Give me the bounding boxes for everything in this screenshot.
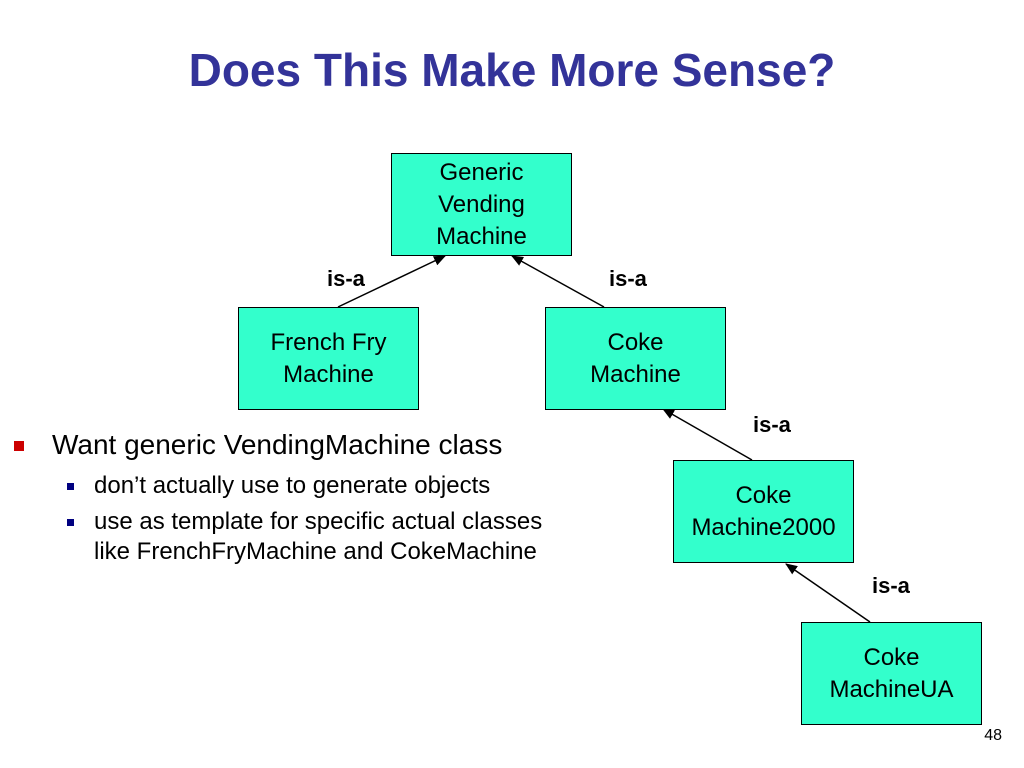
is-a-label: is-a [609,266,647,291]
arrow-cokeua-to-coke2000 [785,563,871,623]
blue-square-bullet-icon [67,483,74,490]
node-label: Generic Vending Machine [436,158,527,250]
page-number: 48 [984,727,1002,744]
sub-bullet-text: don’t actually use to generate objects [94,472,491,499]
sub-bullet: don’t actually use to generate objects [14,471,634,501]
is-a-label: is-a [872,573,910,598]
is-a-label: is-a [753,412,791,437]
node-label: French Fry Machine [270,328,387,388]
bullet-text: Want generic VendingMachine class [52,429,503,460]
node-generic-vending-machine: Generic Vending Machine [391,153,572,256]
node-coke-machine2000: Coke Machine2000 [673,460,854,563]
sub-bullet: use as template for specific actual clas… [14,507,584,567]
arrow-coke-to-generic [511,255,605,308]
is-a-label: is-a [327,266,365,291]
red-square-bullet-icon [14,441,24,451]
bullet-main: Want generic VendingMachine class [14,425,634,465]
node-label: Coke Machine2000 [691,481,836,541]
node-coke-machineua: Coke MachineUA [801,622,982,725]
bullet-list: Want generic VendingMachine class don’t … [14,425,634,567]
arrow-frenchfry-to-generic [337,255,446,308]
node-french-fry-machine: French Fry Machine [238,307,419,410]
node-coke-machine: Coke Machine [545,307,726,410]
arrow-coke2000-to-coke [662,408,753,461]
slide-title: Does This Make More Sense? [188,44,836,96]
blue-square-bullet-icon [67,519,74,526]
sub-bullet-text: use as template for specific actual clas… [94,508,543,565]
node-label: Coke Machine [590,328,681,388]
node-label: Coke MachineUA [829,643,954,703]
